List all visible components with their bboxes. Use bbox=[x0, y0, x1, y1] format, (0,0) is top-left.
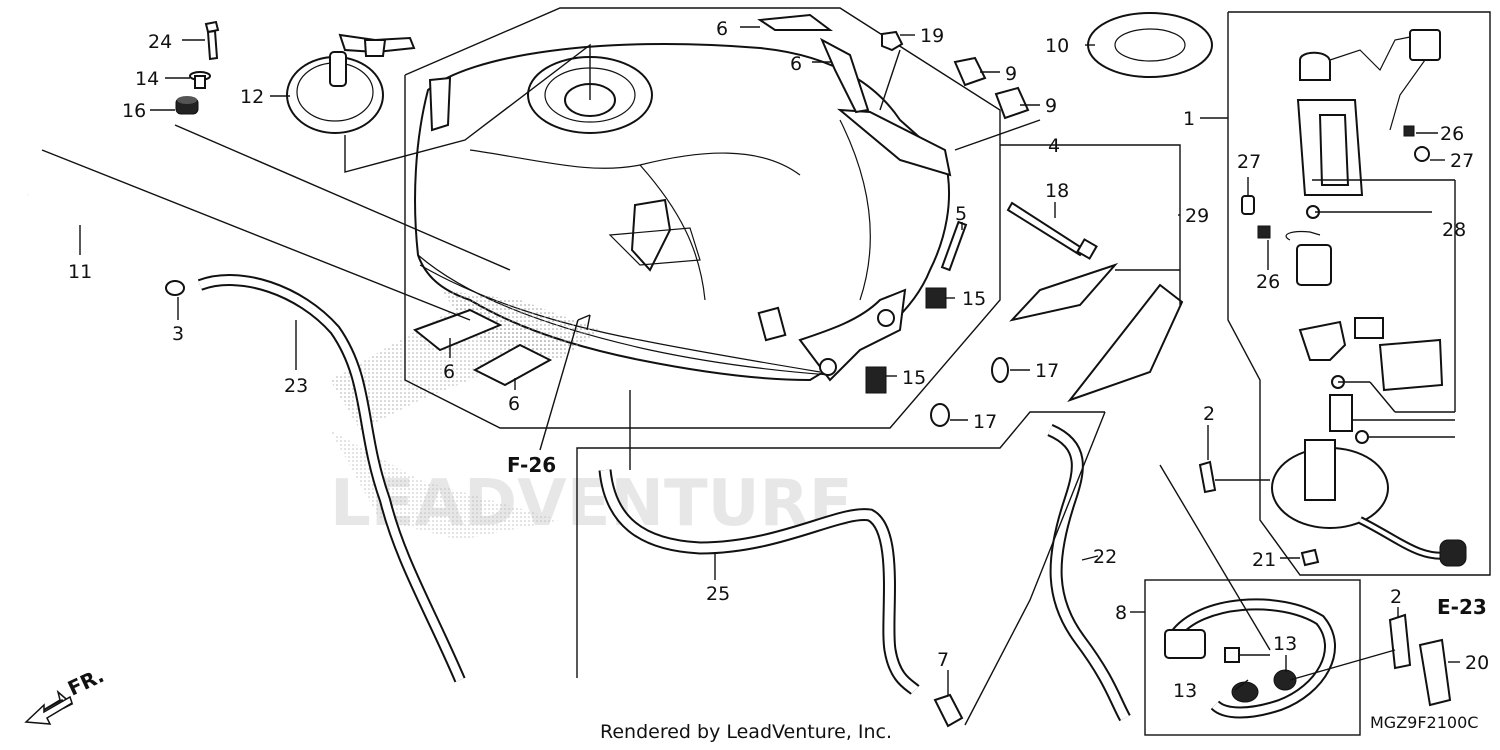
collar-14 bbox=[189, 71, 211, 89]
covers-29 bbox=[1009, 262, 1184, 403]
clip-3 bbox=[165, 280, 185, 296]
hose-11 bbox=[18, 194, 165, 294]
clip-2b bbox=[1388, 613, 1412, 670]
callout-28: 28 bbox=[1442, 219, 1466, 241]
callout-1: 1 bbox=[1183, 108, 1195, 130]
fitting-7 bbox=[933, 693, 964, 728]
callout-17b: 17 bbox=[973, 411, 997, 433]
callout-26b: 26 bbox=[1256, 271, 1280, 293]
pads-15 bbox=[865, 287, 947, 394]
callout-6b: 6 bbox=[790, 53, 802, 75]
callout-10: 10 bbox=[1045, 35, 1069, 57]
hose-22 bbox=[1047, 424, 1131, 722]
pad-6-mid bbox=[819, 37, 870, 114]
hose-25 bbox=[598, 469, 920, 695]
bolt-24 bbox=[204, 20, 220, 61]
callout-13a: 13 bbox=[1173, 680, 1197, 702]
callout-3: 3 bbox=[172, 323, 184, 345]
callout-2a: 2 bbox=[1203, 403, 1215, 425]
ring-10 bbox=[1087, 12, 1213, 78]
callout-4: 4 bbox=[1048, 135, 1060, 157]
callout-24: 24 bbox=[148, 31, 172, 53]
grommet-16 bbox=[175, 96, 199, 115]
hose-23 bbox=[197, 274, 466, 683]
callout-6d: 6 bbox=[508, 393, 520, 415]
lower-outline bbox=[576, 411, 1105, 678]
ref-e23: E-23 bbox=[1437, 595, 1487, 619]
callout-6a: 6 bbox=[716, 18, 728, 40]
watermark-text: LEADVENTURE bbox=[330, 467, 853, 541]
callout-26a: 26 bbox=[1440, 123, 1464, 145]
clip-2 bbox=[1198, 460, 1217, 494]
nut-21 bbox=[1300, 548, 1320, 567]
front-direction-arrow bbox=[24, 689, 74, 725]
callout-18: 18 bbox=[1045, 180, 1069, 202]
callout-9b: 9 bbox=[1045, 95, 1057, 117]
callout-25: 25 bbox=[706, 583, 730, 605]
callout-16: 16 bbox=[122, 100, 146, 122]
callout-27b: 27 bbox=[1450, 150, 1474, 172]
callout-20: 20 bbox=[1465, 652, 1489, 674]
fuel-pump-box bbox=[1227, 11, 1491, 576]
tank-shading bbox=[440, 290, 600, 360]
callout-7: 7 bbox=[937, 649, 949, 671]
callout-12: 12 bbox=[240, 86, 264, 108]
callout-21: 21 bbox=[1252, 549, 1276, 571]
callout-5: 5 bbox=[955, 203, 967, 225]
callout-6c: 6 bbox=[443, 361, 455, 383]
diagram-code: MGZ9F2100C bbox=[1370, 713, 1478, 732]
callout-29: 29 bbox=[1185, 205, 1209, 227]
callout-23: 23 bbox=[284, 375, 308, 397]
pad-6-top bbox=[757, 13, 833, 31]
callout-15b: 15 bbox=[902, 367, 926, 389]
fuel-cap-12 bbox=[286, 33, 416, 134]
callout-22: 22 bbox=[1093, 546, 1117, 568]
callout-2b: 2 bbox=[1390, 586, 1402, 608]
ref-f26: F-26 bbox=[507, 453, 556, 477]
connector-20 bbox=[1418, 638, 1452, 707]
callout-15a: 15 bbox=[962, 288, 986, 310]
callout-8: 8 bbox=[1115, 602, 1127, 624]
callout-14: 14 bbox=[135, 68, 159, 90]
callout-11: 11 bbox=[68, 261, 92, 283]
direction-label: FR. bbox=[64, 663, 108, 700]
callout-17a: 17 bbox=[1035, 360, 1059, 382]
nut-19 bbox=[881, 30, 904, 52]
tank-assembly-outline bbox=[404, 7, 1001, 429]
callout-27a: 27 bbox=[1237, 151, 1261, 173]
labels-6-bottom bbox=[412, 308, 553, 387]
callout-19: 19 bbox=[920, 25, 944, 47]
grommets-9 bbox=[953, 56, 1030, 120]
bolt-18 bbox=[1006, 201, 1098, 260]
footer-credit: Rendered by LeadVenture, Inc. bbox=[600, 721, 892, 743]
hose-assembly-8 bbox=[1144, 579, 1361, 736]
callout-9a: 9 bbox=[1005, 63, 1017, 85]
callout-13b: 13 bbox=[1273, 633, 1297, 655]
callout-labels: 2414161211323666619991014185151529171726… bbox=[68, 18, 1489, 702]
leader-lines bbox=[41, 26, 1460, 726]
grommets-17 bbox=[930, 357, 1009, 427]
